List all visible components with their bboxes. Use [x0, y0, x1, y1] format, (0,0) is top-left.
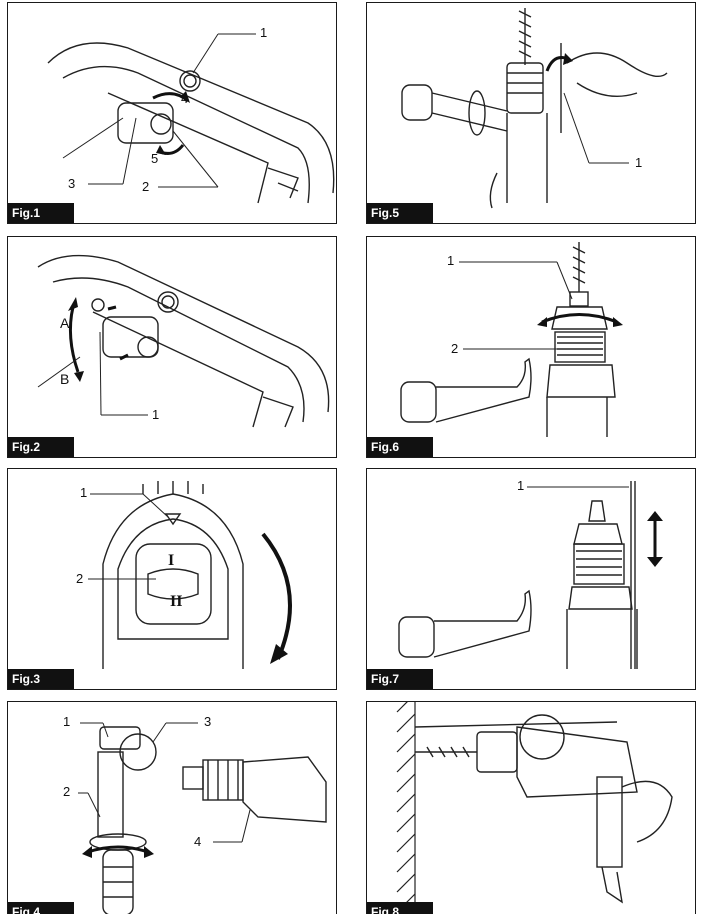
figure-7-panel: 1 Fig.7 [366, 468, 696, 690]
fig6-callout-1: 1 [447, 253, 455, 268]
fig4-callout-2: 2 [63, 784, 71, 799]
fig3-speed-one: I [168, 552, 175, 569]
fig3-speed-two: II [170, 593, 183, 610]
figure-7-label: Fig.7 [367, 669, 433, 689]
fig3-callout-2: 2 [76, 571, 84, 586]
figure-5-label: Fig.5 [367, 203, 433, 223]
fig5-callout-1: 1 [635, 155, 643, 170]
figure-1-panel: 1 4 5 3 2 Fig.1 [7, 2, 337, 224]
figure-2-label: Fig.2 [8, 437, 74, 457]
fig1-callout-2: 2 [142, 179, 150, 194]
drilling-into-wall-illustration [396, 702, 673, 914]
figure-1-label: Fig.1 [8, 203, 74, 223]
fig3-callout-1: 1 [80, 485, 88, 500]
figure-6-label: Fig.6 [367, 437, 433, 457]
fig2-direction-a: A [60, 315, 70, 331]
figure-3-panel: 1 2 I II Fig.3 [7, 468, 337, 690]
fig2-callout-1: 1 [152, 407, 160, 422]
chuck-tightening-illustration [400, 242, 623, 437]
fig4-callout-4: 4 [194, 834, 202, 849]
figure-6-panel: 1 2 Fig.6 [366, 236, 696, 458]
fig7-callout-1: 1 [517, 478, 525, 493]
drill-switch-illustration [37, 254, 330, 428]
figure-4-label: Fig.4 [8, 902, 74, 914]
figure-2-panel: A B 1 Fig.2 [7, 236, 337, 458]
fig4-callout-1: 1 [63, 714, 71, 729]
fig1-callout-5: 5 [151, 151, 159, 166]
fig2-direction-b: B [60, 371, 70, 387]
fig1-callout-1: 1 [260, 25, 268, 40]
figure-3-label: Fig.3 [8, 669, 74, 689]
fig1-callout-4: 4 [181, 91, 189, 106]
figure-8-label: Fig.8 [367, 902, 433, 914]
depth-gauge-illustration [401, 8, 668, 209]
drill-handle-side-illustration [47, 33, 335, 204]
side-grip-installation-illustration [78, 722, 327, 914]
speed-selector-illustration [88, 481, 292, 669]
fig6-callout-2: 2 [451, 341, 459, 356]
fig1-callout-3: 3 [68, 176, 76, 191]
fig4-callout-3: 3 [204, 714, 212, 729]
depth-rod-illustration [398, 481, 663, 669]
figure-4-panel: 1 3 2 4 Fig.4 [7, 701, 337, 914]
figure-8-panel: Fig.8 [366, 701, 696, 914]
figure-5-panel: 1 Fig.5 [366, 2, 696, 224]
